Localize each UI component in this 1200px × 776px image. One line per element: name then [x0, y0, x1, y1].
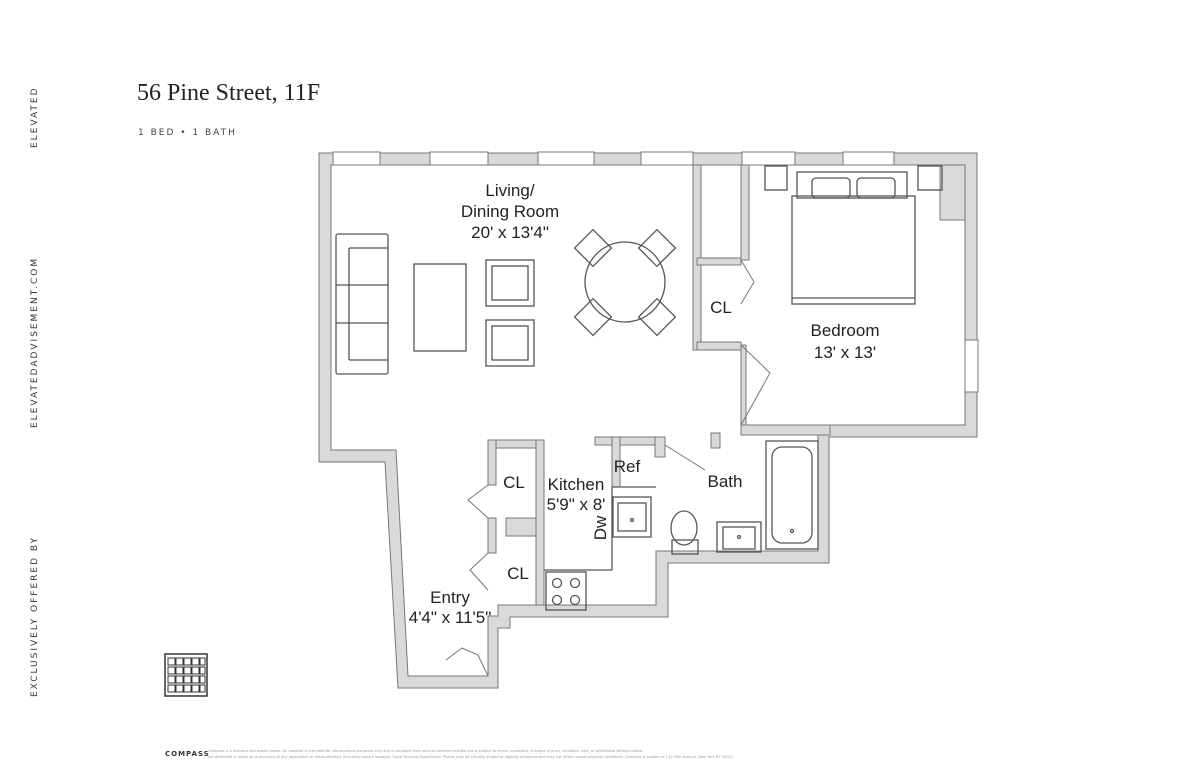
living-room-name-1: Living/: [485, 181, 534, 200]
coffee-table: [413, 263, 467, 352]
bath-name: Bath: [708, 472, 743, 491]
dining-table: [573, 228, 677, 337]
exterior-walls: [318, 152, 978, 689]
listing-summary: 1 BED • 1 BATH: [138, 128, 237, 138]
bed: [791, 171, 916, 305]
nightstand-right: [917, 165, 943, 191]
armchair-upper: [485, 259, 535, 307]
stove: [545, 571, 587, 611]
building-logo-icon: [164, 653, 208, 697]
bedroom-closet-label: CL: [710, 298, 732, 317]
windows: [332, 151, 979, 393]
toilet: [670, 510, 699, 555]
listing-address: 56 Pine Street, 11F: [137, 80, 321, 106]
disclaimer-line-1: Compass is a licensed real estate broker…: [208, 749, 644, 753]
entry-closet-1-label: CL: [503, 473, 525, 492]
bath-sink: [716, 521, 762, 553]
bedroom-name: Bedroom: [811, 321, 880, 340]
kitchen-sink: [612, 496, 652, 538]
interior-walls: [487, 164, 966, 606]
door-swings: [445, 259, 771, 677]
sofa: [335, 233, 389, 375]
bedroom-dimensions: 13' x 13': [814, 343, 876, 362]
living-room-dimensions: 20' x 13'4": [471, 223, 549, 242]
kitchen-name: Kitchen: [548, 475, 605, 494]
dishwasher-label: Dw: [591, 515, 610, 540]
kitchen-dimensions: 5'9" x 8': [547, 495, 606, 514]
disclaimer-line-2: No statement is made as to accuracy of a…: [208, 755, 735, 759]
entry-closet-2-label: CL: [507, 564, 529, 583]
armchair-lower: [485, 319, 535, 367]
entry-name: Entry: [430, 588, 470, 607]
broker-logo: COMPASS: [165, 750, 210, 758]
nightstand-left: [764, 165, 788, 191]
living-room-name-2: Dining Room: [461, 202, 559, 221]
bathtub: [765, 440, 819, 550]
entry-dimensions: 4'4" x 11'5": [409, 608, 492, 627]
refrigerator-label: Ref: [614, 457, 641, 476]
